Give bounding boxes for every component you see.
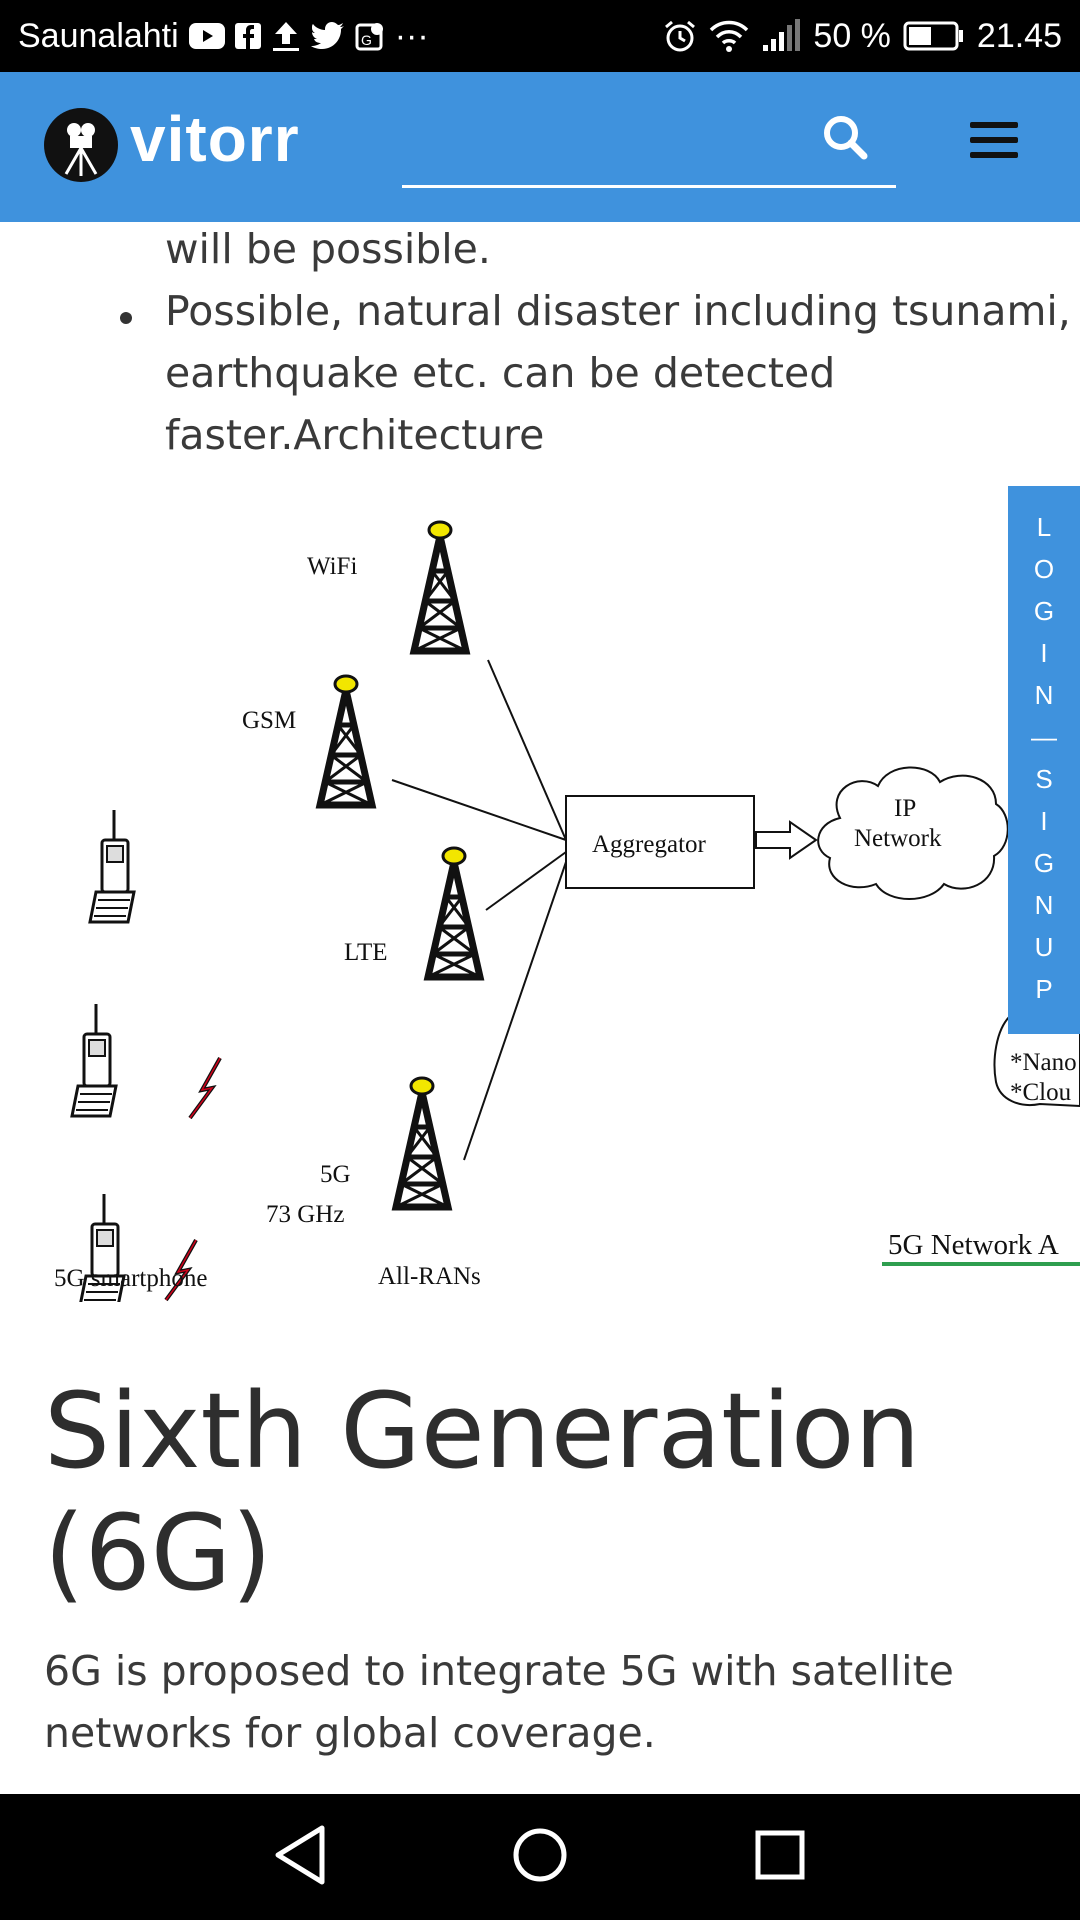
- ip-label: IP: [894, 795, 916, 822]
- all-rans-label: All-RANs: [378, 1263, 481, 1290]
- login-letter: L: [1036, 512, 1052, 542]
- network-label: Network: [854, 825, 942, 852]
- signal-bolt-icon: [188, 1056, 222, 1120]
- section-paragraph: 6G is proposed to integrate 5G with sate…: [44, 1647, 954, 1757]
- facebook-icon: [234, 23, 261, 49]
- login-signup-tab[interactable]: L O G I N — S I G N U P: [1008, 486, 1080, 1034]
- wifi-icon: [710, 20, 749, 52]
- location-app-icon: G: [355, 23, 383, 51]
- logo-icon[interactable]: [44, 108, 118, 182]
- nano-label: *Nano: [1010, 1049, 1077, 1076]
- signup-letter: S: [1035, 764, 1053, 794]
- bullet-continuation: will be possible.: [165, 225, 491, 273]
- upload-icon: [272, 22, 299, 51]
- diagram-caption: 5G Network A: [888, 1229, 1059, 1261]
- signup-letter: I: [1040, 806, 1048, 836]
- login-letter: —: [1031, 722, 1057, 752]
- login-letter: O: [1033, 554, 1055, 584]
- login-letter: G: [1033, 596, 1055, 626]
- status-bar: Saunalahti G ··· 50 % 21.45: [0, 0, 1080, 72]
- bullet-line-1: Possible, natural disaster including tsu…: [165, 287, 1071, 335]
- tower-icon: [320, 676, 372, 805]
- signup-letter: P: [1035, 974, 1053, 1004]
- back-icon[interactable]: [272, 1824, 328, 1886]
- carrier-name: Saunalahti: [18, 16, 179, 55]
- wifi-label: WiFi: [307, 553, 357, 580]
- status-left: Saunalahti G ···: [18, 0, 429, 72]
- recents-icon[interactable]: [752, 1824, 808, 1886]
- brand-name[interactable]: vitorr: [130, 103, 300, 175]
- phone-icon: [88, 808, 136, 924]
- alarm-icon: [665, 20, 696, 52]
- lte-label: LTE: [344, 939, 388, 966]
- search-icon[interactable]: [822, 114, 868, 160]
- ghz-label: 73 GHz: [266, 1201, 344, 1228]
- signal-icon: [763, 19, 801, 51]
- article-content: will be possible. Possible, natural disa…: [0, 222, 1080, 1794]
- twitter-icon: [310, 22, 344, 49]
- svg-text:G: G: [361, 32, 372, 48]
- battery-percent: 50 %: [813, 16, 891, 55]
- gsm-label: GSM: [242, 707, 296, 734]
- tower-icon: [428, 848, 480, 977]
- signup-letter: U: [1034, 932, 1054, 962]
- hamburger-menu-icon[interactable]: [970, 120, 1018, 160]
- app-bar: vitorr: [0, 72, 1080, 222]
- signup-letter: G: [1033, 848, 1055, 878]
- aggregator-label: Aggregator: [592, 831, 707, 858]
- clock: 21.45: [976, 16, 1062, 55]
- system-nav-bar: [0, 1794, 1080, 1920]
- cloud-label: *Clou: [1010, 1079, 1072, 1106]
- login-letter: I: [1040, 638, 1048, 668]
- aggregator-box: [565, 795, 755, 889]
- login-letter: N: [1034, 680, 1054, 710]
- bullet-line-3: faster.Architecture: [165, 411, 545, 459]
- phone-icon: [70, 1002, 118, 1118]
- fiveg-label: 5G: [320, 1161, 351, 1188]
- search-input[interactable]: [402, 185, 896, 188]
- bullet-dot: [120, 312, 132, 324]
- ip-network-cloud: [817, 766, 1009, 900]
- battery-icon: [903, 21, 963, 51]
- bullet-line-2: earthquake etc. can be detected: [165, 349, 836, 397]
- youtube-icon: [188, 23, 225, 49]
- signup-letter: N: [1034, 890, 1054, 920]
- smartphone-label: 5G smartphone: [54, 1265, 207, 1292]
- home-icon[interactable]: [512, 1824, 568, 1886]
- status-right: 50 % 21.45: [663, 0, 1062, 72]
- more-notifications: ···: [394, 16, 429, 55]
- section-heading: Sixth Generation (6G): [44, 1370, 921, 1614]
- tower-icon: [414, 522, 466, 651]
- tower-icon: [396, 1078, 448, 1207]
- network-architecture-diagram: WiFi GSM LTE 5G 73 GHz 5G smartphone All…: [54, 482, 1080, 1302]
